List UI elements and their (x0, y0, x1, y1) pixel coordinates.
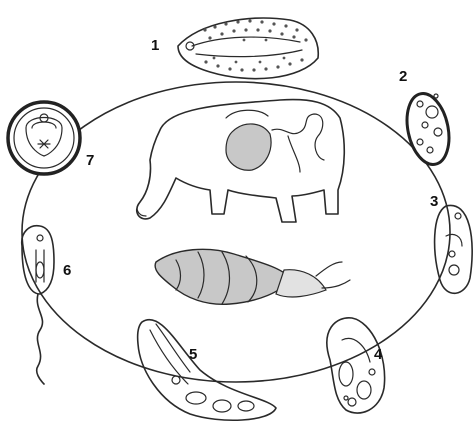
stage-7-metacercaria (8, 102, 80, 174)
stage-5-redia (138, 320, 276, 421)
stage-4-label: 4 (374, 346, 383, 363)
stage-7-label: 7 (86, 152, 94, 169)
stage-1-adult-fluke (178, 18, 318, 79)
stage-2-egg (401, 90, 455, 169)
snail-intermediate-host (155, 249, 350, 304)
stage-2-label: 2 (399, 68, 407, 85)
stage-5-label: 5 (189, 346, 197, 363)
stage-3-label: 3 (430, 193, 438, 210)
stage-1-label: 1 (151, 37, 159, 54)
stage-3-miracidium (435, 205, 473, 293)
cycle-loop (22, 82, 450, 382)
stage-6-label: 6 (63, 262, 71, 279)
cow-definitive-host (137, 100, 345, 222)
